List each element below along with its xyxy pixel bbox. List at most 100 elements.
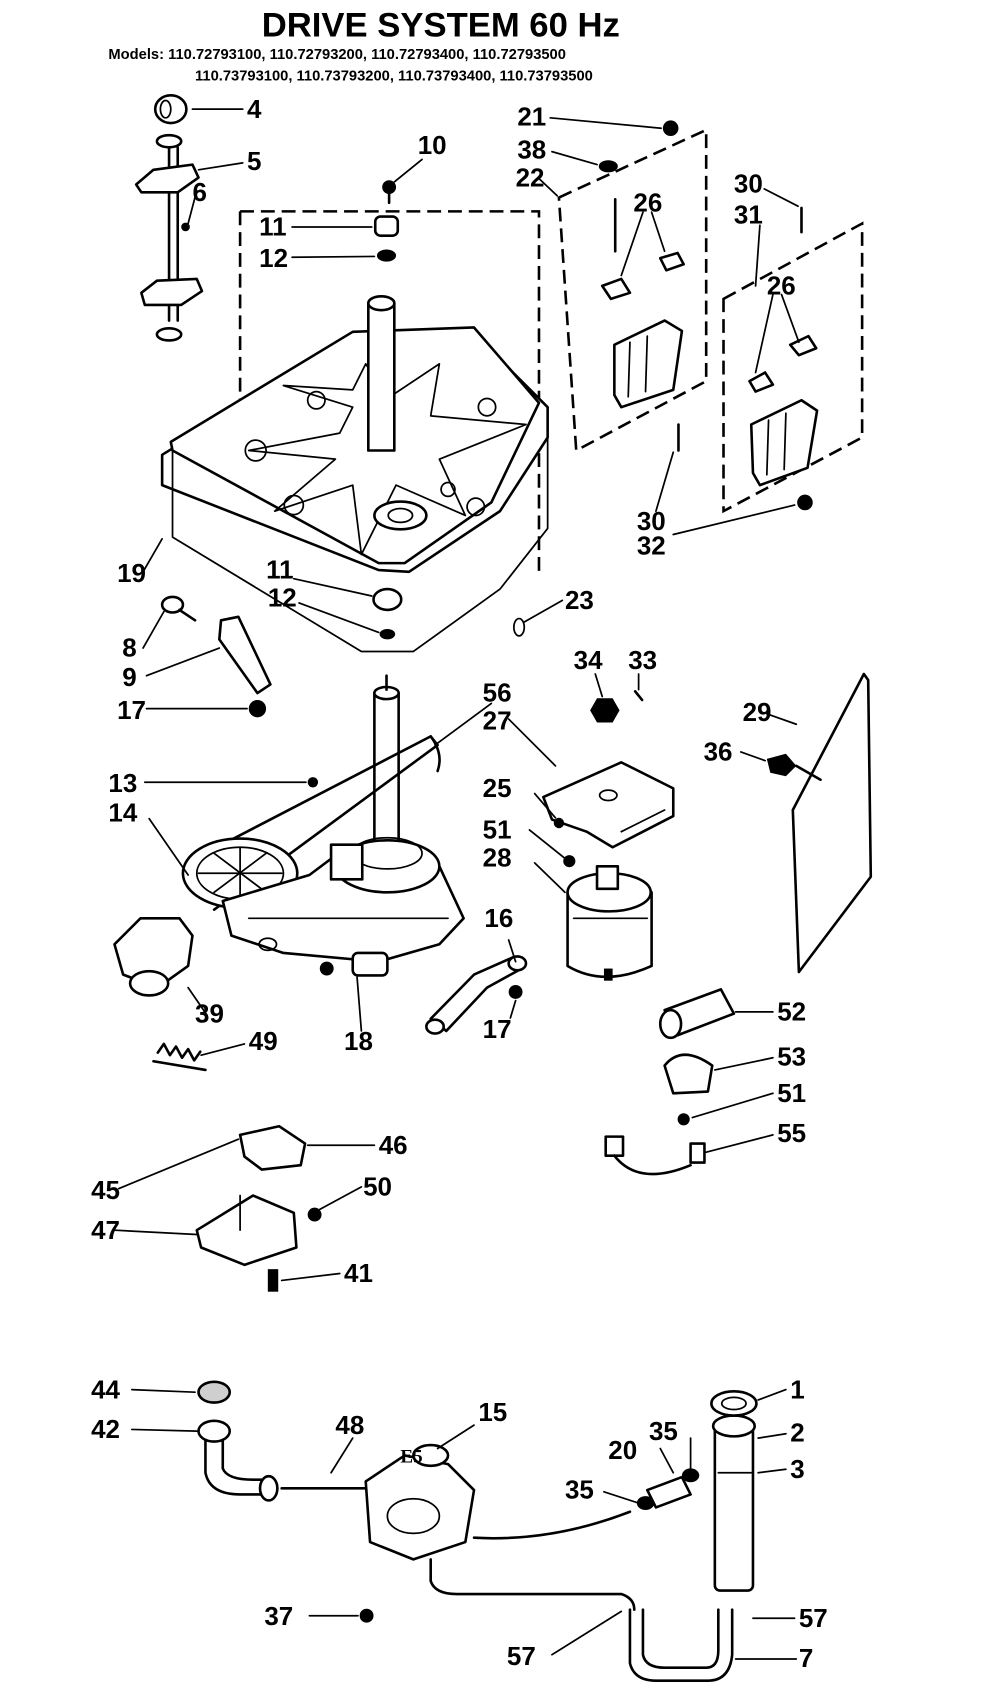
part-34-nut bbox=[590, 698, 620, 723]
part-8-bolt bbox=[160, 595, 197, 622]
callout-26-left: 26 bbox=[633, 187, 662, 217]
callout-41: 41 bbox=[344, 1258, 373, 1288]
callout-52: 52 bbox=[777, 997, 806, 1027]
callout-38: 38 bbox=[517, 135, 546, 165]
leader-lines bbox=[113, 108, 800, 1660]
part-13-screw bbox=[307, 777, 319, 788]
callout-48: 48 bbox=[335, 1410, 364, 1440]
part-5-bracket-assembly bbox=[134, 133, 204, 342]
part-17-nut-left bbox=[248, 699, 267, 718]
callout-9: 9 bbox=[122, 662, 136, 692]
part-9-bracket bbox=[218, 615, 272, 695]
part-19-cabinet-base bbox=[160, 210, 549, 653]
part-10-screw bbox=[382, 180, 397, 205]
part-12-washer-top bbox=[376, 249, 397, 262]
callout-16: 16 bbox=[484, 903, 513, 933]
callout-27: 27 bbox=[483, 705, 512, 735]
callout-3: 3 bbox=[790, 1454, 804, 1484]
part-23-clip bbox=[512, 617, 526, 637]
part-47-switch-bracket bbox=[195, 1194, 298, 1267]
part-51-screw-lower bbox=[677, 1113, 690, 1126]
callout-31: 31 bbox=[734, 200, 763, 230]
part-16-brake-arm bbox=[425, 955, 528, 1035]
part-53-clamp bbox=[663, 1053, 714, 1095]
callout-26-right: 26 bbox=[767, 271, 796, 301]
callout-2: 2 bbox=[790, 1418, 804, 1448]
part-48-clamp bbox=[258, 1474, 279, 1502]
callout-21: 21 bbox=[517, 102, 546, 132]
part-42-hose bbox=[197, 1419, 264, 1496]
part-25-screw bbox=[553, 817, 565, 829]
callout-53: 53 bbox=[777, 1042, 806, 1072]
callout-32: 32 bbox=[637, 530, 666, 560]
callout-45: 45 bbox=[91, 1175, 120, 1205]
callout-8: 8 bbox=[122, 633, 136, 663]
part-46-switch bbox=[238, 1124, 307, 1171]
callout-37: 37 bbox=[264, 1601, 293, 1631]
callout-5: 5 bbox=[247, 146, 261, 176]
part-29-shield bbox=[791, 672, 873, 974]
page-number: E5 bbox=[400, 1446, 422, 1467]
part-11-bushing-bottom bbox=[372, 587, 403, 612]
callout-14: 14 bbox=[108, 797, 137, 827]
part-50-screw bbox=[307, 1207, 322, 1222]
part-37-screw bbox=[359, 1608, 374, 1623]
part-22-panel-left bbox=[557, 120, 708, 453]
callout-11-bottom: 11 bbox=[266, 555, 293, 585]
callout-56: 56 bbox=[483, 678, 512, 708]
callout-39: 39 bbox=[195, 998, 224, 1028]
part-33-screw bbox=[633, 690, 644, 702]
callout-22: 22 bbox=[516, 162, 545, 192]
callout-51-lower: 51 bbox=[777, 1078, 806, 1108]
callout-57-left: 57 bbox=[507, 1641, 536, 1671]
callout-18: 18 bbox=[344, 1026, 373, 1056]
callout-46: 46 bbox=[379, 1130, 408, 1160]
part-57-hose-bottom bbox=[429, 1510, 636, 1611]
part-20-hose bbox=[636, 1468, 700, 1511]
callout-44: 44 bbox=[91, 1374, 120, 1404]
callout-7: 7 bbox=[799, 1643, 813, 1673]
callout-30-bottom: 30 bbox=[637, 506, 666, 536]
callout-10: 10 bbox=[418, 130, 447, 160]
models-line-2: 110.73793100, 110.73793200, 110.73793400… bbox=[195, 69, 593, 85]
callout-17-left: 17 bbox=[117, 695, 146, 725]
callout-49: 49 bbox=[249, 1026, 278, 1056]
part-7-drain-hose bbox=[628, 1608, 734, 1682]
part-39-pump-mount bbox=[113, 917, 194, 997]
callout-29: 29 bbox=[743, 697, 772, 727]
callout-17-right: 17 bbox=[483, 1014, 512, 1044]
models-line-1: Models: 110.72793100, 110.72793200, 110.… bbox=[108, 47, 566, 63]
callout-20: 20 bbox=[608, 1435, 637, 1465]
part-27-motor-bracket bbox=[542, 761, 675, 849]
callout-57-right: 57 bbox=[799, 1603, 828, 1633]
part-28-motor bbox=[566, 865, 653, 981]
part-17-nut-right bbox=[508, 985, 523, 999]
callout-6: 6 bbox=[192, 177, 206, 207]
callout-12-bottom: 12 bbox=[268, 582, 297, 612]
callout-35-left: 35 bbox=[565, 1475, 594, 1505]
part-52-capacitor bbox=[658, 988, 736, 1040]
part-51-screw-upper bbox=[563, 855, 576, 868]
callout-28: 28 bbox=[483, 842, 512, 872]
callout-47: 47 bbox=[91, 1215, 120, 1245]
part-15-pump bbox=[280, 1443, 476, 1561]
page-title: DRIVE SYSTEM 60 Hz bbox=[262, 6, 620, 44]
part-55-wire-harness bbox=[604, 1135, 706, 1176]
callout-55: 55 bbox=[777, 1118, 806, 1148]
callout-36: 36 bbox=[704, 737, 733, 767]
callout-25: 25 bbox=[483, 773, 512, 803]
part-18-gearcase bbox=[221, 836, 465, 977]
callout-35-right: 35 bbox=[649, 1416, 678, 1446]
part-36-fastener bbox=[766, 753, 822, 781]
part-44-clamp bbox=[197, 1380, 232, 1404]
callout-4: 4 bbox=[247, 94, 262, 124]
callout-19: 19 bbox=[117, 558, 146, 588]
part-3-filter-tube bbox=[710, 1390, 758, 1592]
callout-30-top: 30 bbox=[734, 168, 763, 198]
callout-51-upper: 51 bbox=[483, 815, 512, 845]
callout-1: 1 bbox=[790, 1374, 804, 1404]
callout-13: 13 bbox=[108, 768, 137, 798]
callout-50: 50 bbox=[363, 1172, 392, 1202]
callout-42: 42 bbox=[91, 1414, 120, 1444]
